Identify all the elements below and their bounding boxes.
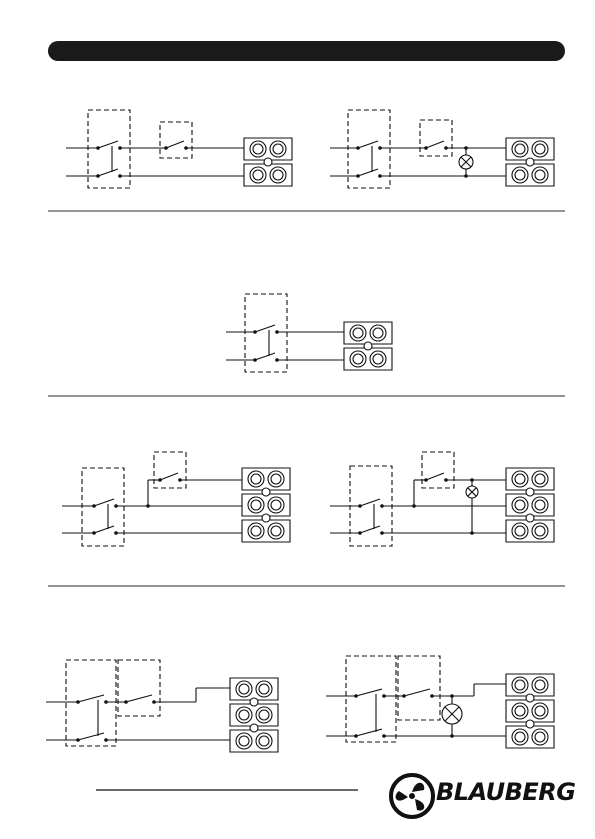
contact-dot: [470, 531, 474, 535]
contact-dot: [464, 146, 468, 150]
lamp-icon: [459, 155, 473, 169]
switch-blade: [360, 499, 380, 506]
switch-blade: [426, 473, 444, 480]
terminal-body: [230, 678, 278, 700]
terminal-joint: [262, 488, 270, 496]
terminal-body: [506, 726, 554, 748]
switch-blade: [404, 689, 430, 696]
switch-blade: [126, 695, 152, 702]
terminal-joint: [250, 698, 258, 706]
terminal-joint: [262, 514, 270, 522]
terminal-block: [230, 730, 278, 752]
terminal-body: [506, 164, 554, 186]
brand-name: BLAUBERG: [436, 778, 575, 806]
switch-enclosure: [154, 452, 186, 488]
switch-enclosure: [398, 656, 440, 720]
contact-dot: [146, 504, 150, 508]
wiring-diagram-2: [330, 110, 554, 188]
switch-enclosure: [420, 120, 452, 156]
terminal-block: [506, 726, 554, 748]
switch-blade: [166, 141, 184, 148]
terminal-joint: [526, 514, 534, 522]
terminal-block: [506, 138, 554, 160]
fan-icon: [391, 775, 433, 817]
switch-blade: [94, 526, 114, 533]
terminal-body: [506, 494, 554, 516]
lamp-icon: [466, 486, 478, 498]
contact-dot: [470, 478, 474, 482]
terminal-block: [242, 520, 290, 542]
wiring-diagram-6: [46, 660, 278, 752]
terminal-joint: [526, 488, 534, 496]
terminal-body: [230, 730, 278, 752]
terminal-block: [242, 468, 290, 490]
terminal-body: [242, 494, 290, 516]
terminal-block: [506, 674, 554, 696]
terminal-block: [344, 348, 392, 370]
terminal-block: [344, 322, 392, 344]
switch-enclosure: [118, 660, 160, 716]
switch-blade: [255, 325, 275, 332]
terminal-body: [242, 468, 290, 490]
terminal-body: [506, 674, 554, 696]
wiring-diagram-3: [226, 294, 392, 372]
switch-blade: [160, 473, 178, 480]
lamp-icon: [442, 704, 462, 724]
switch-blade: [356, 729, 382, 736]
switch-enclosure: [66, 660, 116, 746]
terminal-block: [506, 520, 554, 542]
terminal-block: [230, 678, 278, 700]
switch-blade: [358, 141, 378, 148]
contact-dot: [412, 504, 416, 508]
contact-dot: [450, 734, 454, 738]
terminal-joint: [250, 724, 258, 732]
wiring-diagram-1: [66, 110, 292, 188]
header-bar: [48, 41, 565, 61]
terminal-block: [242, 494, 290, 516]
terminal-block: [506, 700, 554, 722]
switch-blade: [78, 695, 104, 702]
terminal-body: [506, 138, 554, 160]
switch-blade: [358, 169, 378, 176]
terminal-body: [344, 322, 392, 344]
switch-blade: [356, 689, 382, 696]
switch-blade: [98, 141, 118, 148]
terminal-block: [506, 164, 554, 186]
switch-blade: [94, 499, 114, 506]
terminal-body: [244, 138, 292, 160]
terminal-block: [230, 704, 278, 726]
switch-blade: [255, 353, 275, 360]
switch-enclosure: [82, 468, 124, 546]
switch-blade: [78, 733, 104, 740]
wiring-diagram-7: [326, 656, 554, 748]
terminal-block: [506, 468, 554, 490]
wiring-diagram-4: [62, 452, 290, 546]
terminal-block: [244, 138, 292, 160]
terminal-body: [344, 348, 392, 370]
terminal-block: [506, 494, 554, 516]
switch-enclosure: [160, 122, 192, 158]
contact-dot: [464, 174, 468, 178]
switch-enclosure: [422, 452, 454, 488]
terminal-joint: [364, 342, 372, 350]
switch-blade: [98, 169, 118, 176]
terminal-block: [244, 164, 292, 186]
terminal-joint: [526, 694, 534, 702]
wiring-diagram-5: [330, 452, 554, 546]
terminal-body: [506, 520, 554, 542]
terminal-joint: [526, 158, 534, 166]
terminal-body: [242, 520, 290, 542]
switch-blade: [426, 141, 444, 148]
terminal-body: [506, 468, 554, 490]
terminal-joint: [264, 158, 272, 166]
switch-enclosure: [346, 656, 396, 742]
terminal-body: [230, 704, 278, 726]
terminal-joint: [526, 720, 534, 728]
contact-dot: [450, 694, 454, 698]
switch-blade: [360, 526, 380, 533]
terminal-body: [244, 164, 292, 186]
terminal-body: [506, 700, 554, 722]
